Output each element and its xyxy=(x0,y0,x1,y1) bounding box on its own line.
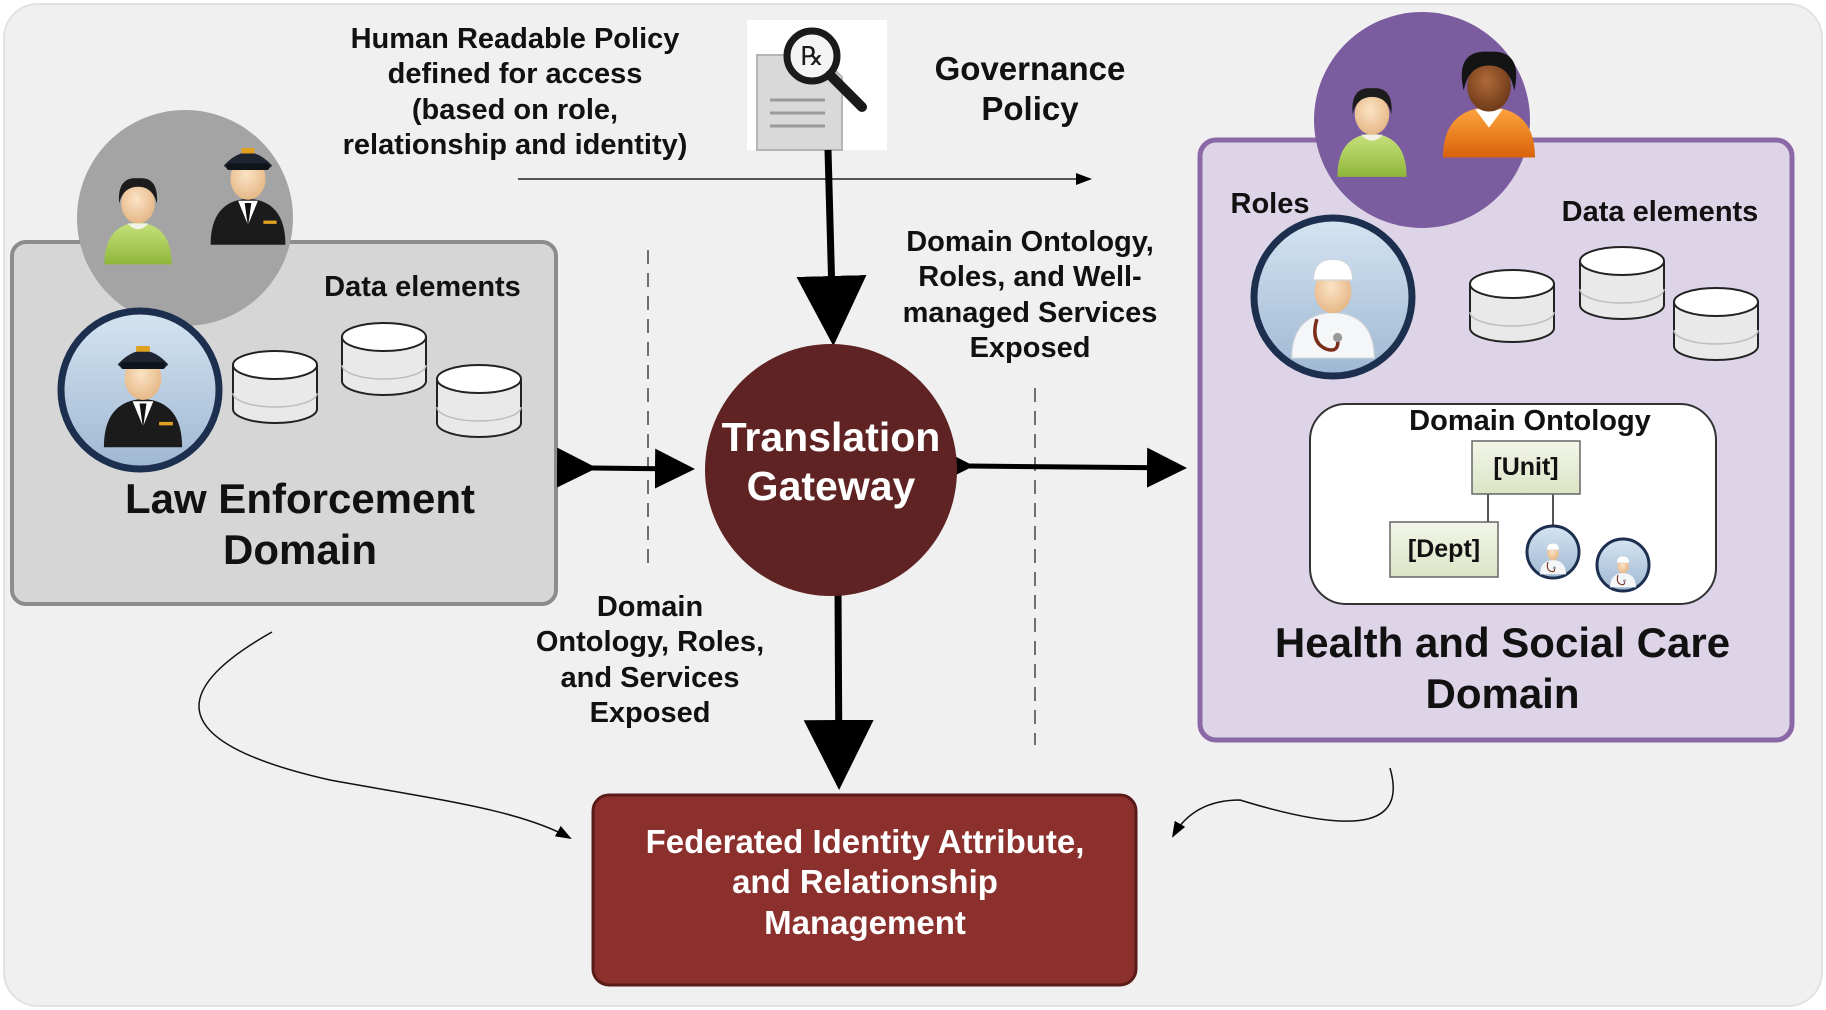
health-gateway-bidirectional-arrow xyxy=(933,445,1187,488)
law-to-federated-curve-arrow xyxy=(198,631,572,839)
federated-management-box xyxy=(591,793,1138,987)
unit-node xyxy=(1471,440,1581,495)
policy-line-4: relationship and identity) xyxy=(342,129,688,162)
law-database-icon-3 xyxy=(436,364,522,438)
exposed-left-line-4: Exposed xyxy=(589,697,711,730)
law-gateway-bidirectional-arrow xyxy=(556,447,695,489)
law-database-icon-1 xyxy=(232,350,318,424)
exposed-left-line-1: Domain xyxy=(596,591,704,623)
prescription-document-magnifier-icon: ℞ xyxy=(747,20,887,151)
health-to-federated-curve-arrow xyxy=(1172,767,1394,838)
domain-ontology-title: Domain Ontology xyxy=(1409,405,1651,437)
health-title-line-1: Health and Social Care xyxy=(1274,619,1731,666)
federated-label: Federated Identity Attribute, and Relati… xyxy=(605,822,1125,943)
health-database-icon-1 xyxy=(1469,269,1555,343)
exposed-right-line-3: managed Services xyxy=(902,296,1158,329)
health-title-line-2: Domain xyxy=(1425,670,1580,718)
svg-text:℞: ℞ xyxy=(800,42,823,71)
translation-gateway-circle xyxy=(705,344,957,596)
dept-label: [Dept] xyxy=(1407,535,1481,563)
exposed-left-line-3: and Services xyxy=(560,661,740,694)
policy-to-gateway-arrow xyxy=(796,149,867,346)
policy-line-3: (based on role, xyxy=(411,93,619,126)
unit-label: [Unit] xyxy=(1493,453,1559,481)
federated-line-3: Management xyxy=(764,903,966,941)
exposed-right-line-4: Exposed xyxy=(969,332,1091,365)
health-domain-title: Health and Social Care Domain xyxy=(1250,617,1755,719)
translation-gateway-label: Translation Gateway xyxy=(690,413,972,511)
governance-line-1: Governance xyxy=(934,50,1126,87)
governance-label: Governance Policy xyxy=(905,49,1155,130)
policy-line-1: Human Readable Policy xyxy=(350,23,680,55)
gateway-line-2: Gateway xyxy=(746,463,916,510)
health-data-elements-label: Data elements xyxy=(1561,196,1759,228)
law-title-line-1: Law Enforcement xyxy=(124,475,476,522)
health-database-icon-2 xyxy=(1579,246,1665,320)
law-title-line-2: Domain xyxy=(222,526,377,574)
exposed-left-line-2: Ontology, Roles, xyxy=(535,626,765,659)
health-database-icon-3 xyxy=(1673,287,1759,361)
law-domain-title: Law Enforcement Domain xyxy=(80,473,520,575)
policy-line-2: defined for access xyxy=(387,58,643,91)
exposed-right-line-1: Domain Ontology, xyxy=(906,226,1154,258)
exposed-right-label: Domain Ontology, Roles, and Well- manage… xyxy=(870,225,1190,367)
law-data-elements-label: Data elements xyxy=(324,271,521,303)
roles-label: Roles xyxy=(1230,188,1310,220)
exposed-right-line-2: Roles, and Well- xyxy=(918,261,1142,294)
governance-line-2: Policy xyxy=(981,90,1079,128)
federated-line-2: and Relationship xyxy=(732,863,998,901)
gateway-line-1: Translation xyxy=(721,414,941,460)
federated-line-1: Federated Identity Attribute, xyxy=(645,823,1085,860)
dept-node xyxy=(1389,521,1499,578)
gateway-to-federated-arrow xyxy=(803,589,874,790)
policy-text: Human Readable Policy defined for access… xyxy=(320,22,710,164)
law-database-icon-2 xyxy=(341,322,427,396)
exposed-left-label: Domain Ontology, Roles, and Services Exp… xyxy=(500,590,800,732)
